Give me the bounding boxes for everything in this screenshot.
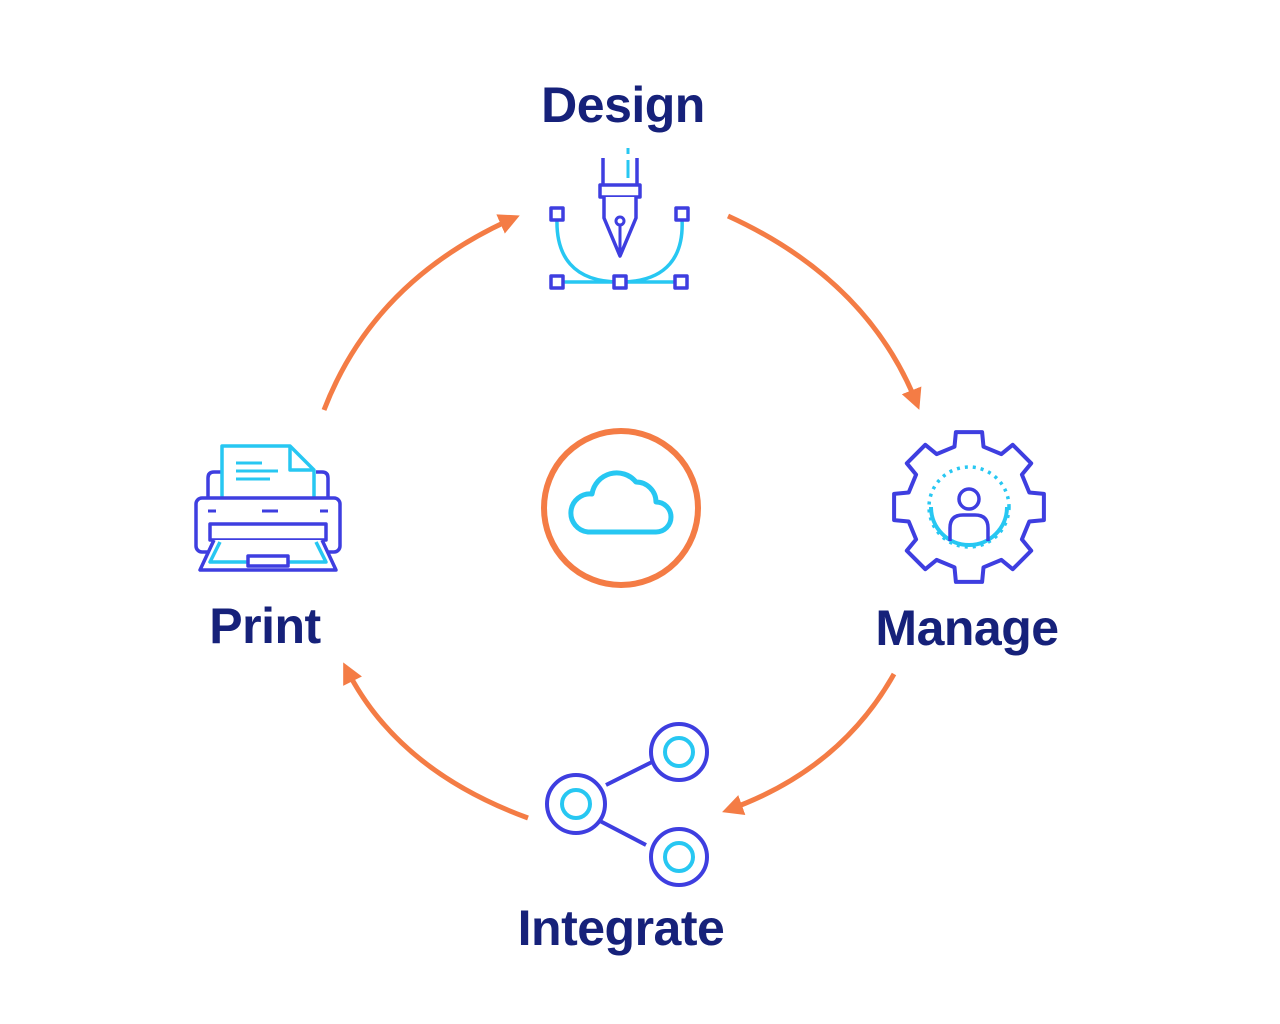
gear-user-icon [892, 430, 1046, 584]
arrow-print-to-design [321, 214, 520, 411]
arrow-design-to-manage [726, 213, 922, 410]
arrow-manage-to-integrate [722, 672, 897, 815]
design-label: Design [541, 77, 705, 133]
share-nodes-icon [545, 722, 709, 887]
pen-tool-icon [549, 148, 690, 290]
integrate-label: Integrate [517, 900, 725, 956]
manage-label: Manage [875, 600, 1059, 656]
print-label: Print [209, 598, 321, 654]
arrow-integrate-to-print [343, 662, 529, 821]
cloud-icon [541, 428, 701, 588]
printer-icon [194, 444, 342, 572]
